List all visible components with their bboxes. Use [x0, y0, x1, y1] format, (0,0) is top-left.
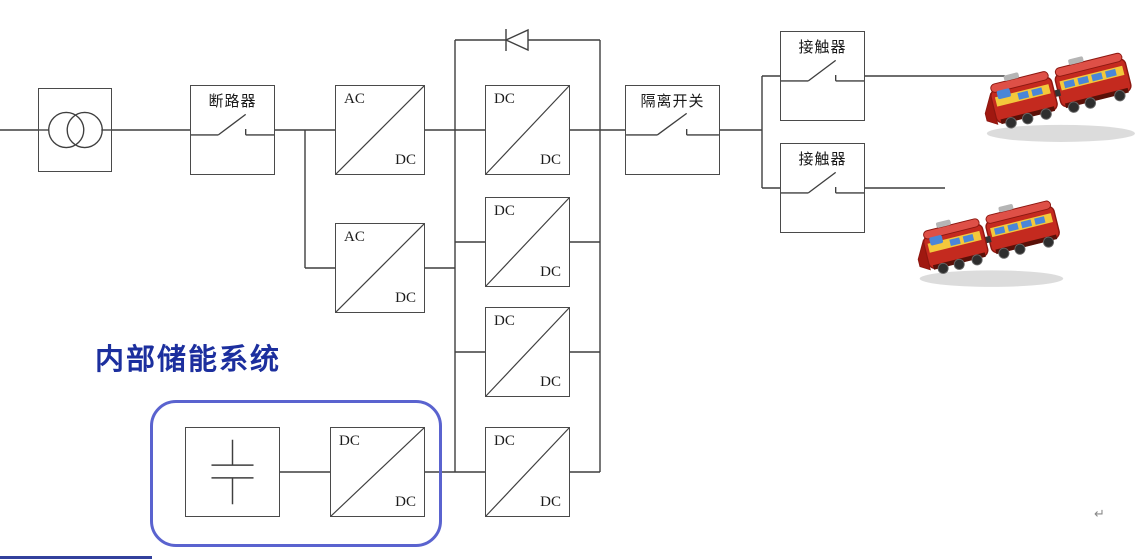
isolation-switch-label: 隔离开关 [640, 92, 705, 110]
converter-diagonal [486, 308, 569, 396]
converter-diagonal [336, 86, 424, 174]
breaker-switch-icon [191, 113, 274, 136]
train-bottom [909, 193, 1064, 288]
storage-dcdc-converter: DC DC [330, 427, 425, 517]
contactor-bottom-label: 接触器 [798, 150, 847, 168]
dcdc2-output-label: DC [540, 264, 561, 280]
contactor-switch-icon [781, 59, 864, 82]
isolator-switch-icon [626, 112, 719, 136]
dcdc4-output-label: DC [540, 494, 561, 510]
acdc-converter-2: AC DC [335, 223, 425, 313]
contactor-bottom-box: 接触器 [780, 143, 865, 233]
acdc1-output-label: DC [395, 152, 416, 168]
circuit-breaker-label: 断路器 [208, 92, 257, 110]
contactor-top-box: 接触器 [780, 31, 865, 121]
diode-symbol [504, 28, 529, 52]
transformer-box [38, 88, 112, 172]
dcdc4-input-label: DC [494, 433, 515, 449]
dcdc3-output-label: DC [540, 374, 561, 390]
dcdc2-input-label: DC [494, 203, 515, 219]
dcdc-converter-2: DC DC [485, 197, 570, 287]
converter-diagonal [331, 428, 424, 516]
storage-dcdc-input-label: DC [339, 433, 360, 449]
circuit-breaker-box: 断路器 [190, 85, 275, 175]
return-mark: ↵ [1094, 506, 1105, 521]
isolation-switch-box: 隔离开关 [625, 85, 720, 175]
dcdc-converter-1: DC DC [485, 85, 570, 175]
acdc1-input-label: AC [344, 91, 365, 107]
storage-dcdc-output-label: DC [395, 494, 416, 510]
dcdc-converter-4: DC DC [485, 427, 570, 517]
converter-diagonal [486, 428, 569, 516]
dcdc3-input-label: DC [494, 313, 515, 329]
dcdc1-output-label: DC [540, 152, 561, 168]
converter-diagonal [486, 86, 569, 174]
storage-system-outline [150, 400, 442, 547]
acdc2-output-label: DC [395, 290, 416, 306]
bottom-accent-line [0, 556, 152, 559]
converter-diagonal [336, 224, 424, 312]
transformer-symbol [39, 111, 111, 149]
acdc2-input-label: AC [344, 229, 365, 245]
acdc-converter-1: AC DC [335, 85, 425, 175]
wire-segments [0, 39, 1005, 473]
contactor-top-label: 接触器 [798, 38, 847, 56]
capacitor-symbol [211, 439, 254, 505]
contactor-switch-icon [781, 171, 864, 194]
train-top [976, 45, 1136, 143]
capacitor-box [185, 427, 280, 517]
converter-diagonal [486, 198, 569, 286]
dcdc-converter-3: DC DC [485, 307, 570, 397]
dcdc1-input-label: DC [494, 91, 515, 107]
storage-system-title: 内部储能系统 [95, 342, 282, 376]
